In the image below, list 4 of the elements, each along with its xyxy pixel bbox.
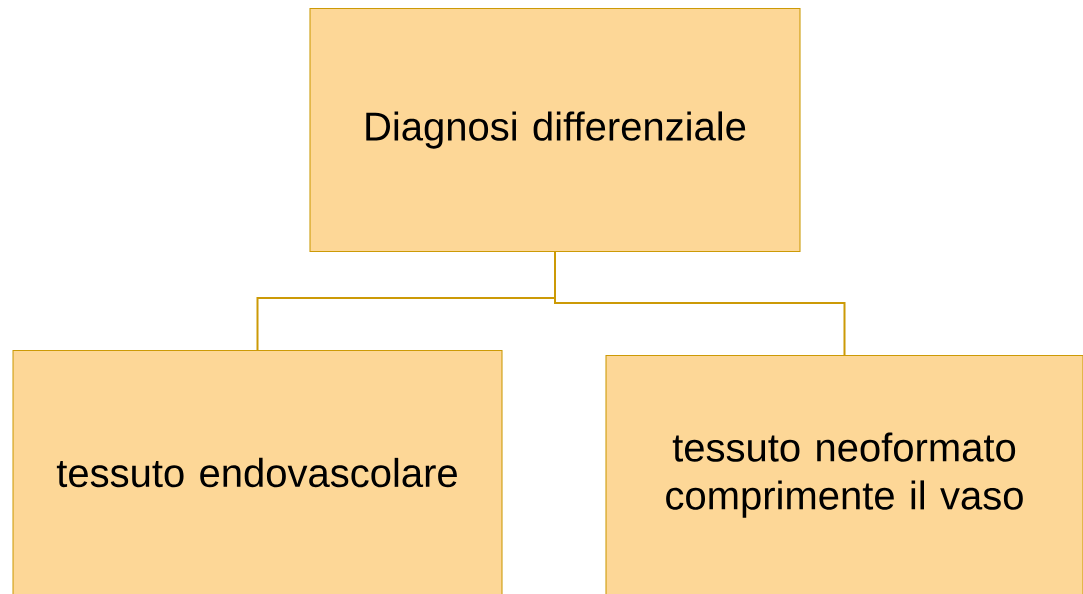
process-box: tessuto endovascolare xyxy=(12,350,503,594)
process-box: tessuto neoformato comprimente il vaso xyxy=(605,355,1083,594)
process-box: Diagnosi differenziale xyxy=(309,8,801,253)
connector-line xyxy=(554,251,846,356)
